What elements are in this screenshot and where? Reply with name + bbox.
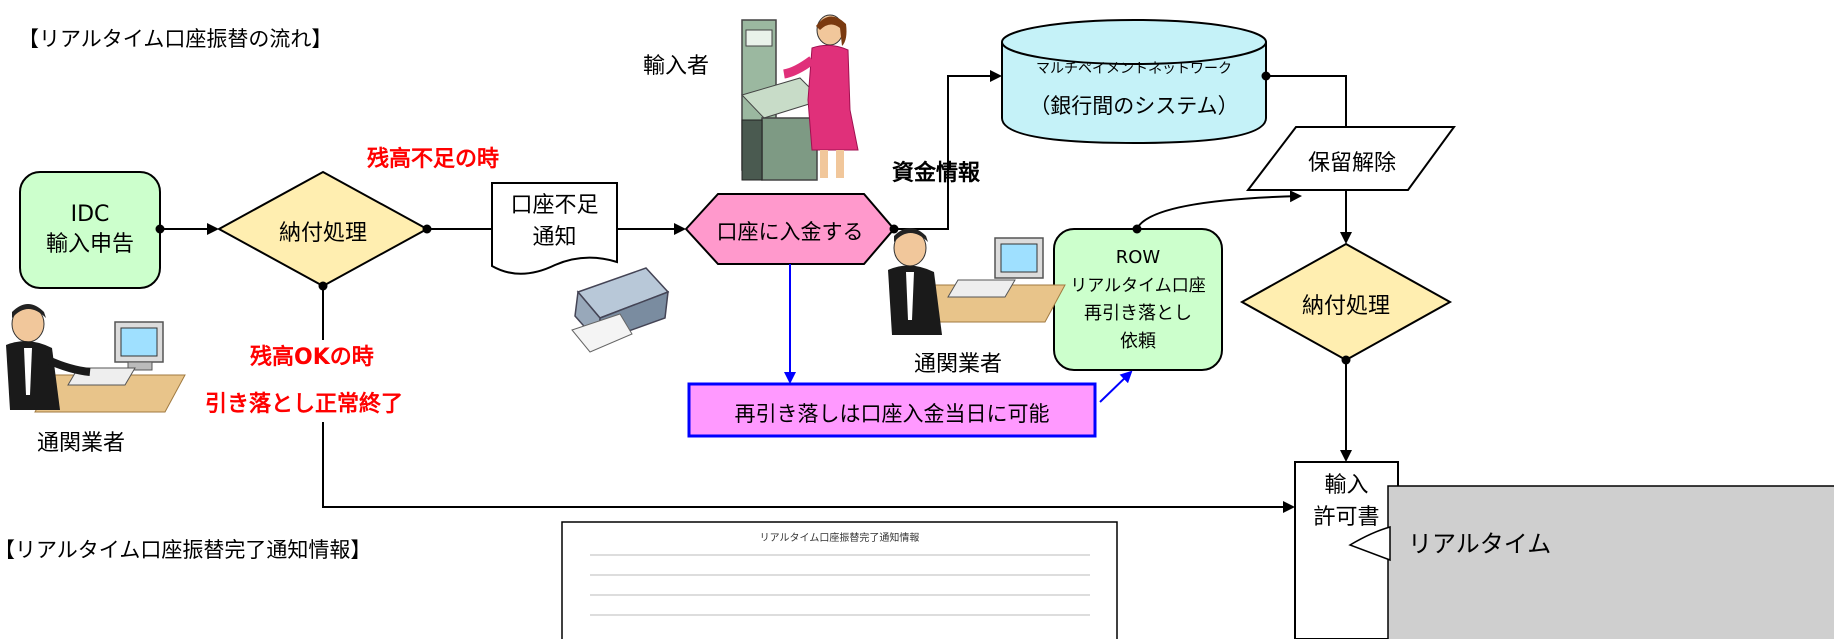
balance-ok-label: 残高OKの時 <box>250 345 374 370</box>
connector-row-to-release <box>1136 190 1302 230</box>
connector-ok-path-lower <box>322 422 1295 513</box>
document-preview-lines <box>590 554 1090 616</box>
insufficient-balance-label: 残高不足の時 <box>367 147 500 172</box>
payment-diamond-2-label: 納付処理 <box>1301 294 1390 319</box>
realtime-card-label: リアルタイム <box>1408 530 1552 558</box>
importer-label: 輸入者 <box>643 54 710 79</box>
shortage-notice-line1: 口座不足 <box>510 193 599 218</box>
import-permit-box <box>1294 461 1399 639</box>
idc-label-line2: 輸入申告 <box>45 232 134 257</box>
connector-hex-to-network <box>894 70 1002 230</box>
realtime-card <box>1387 485 1834 639</box>
hold-release-parallelogram <box>1245 126 1456 191</box>
shortage-notice-label: 口座不足 通知 <box>492 190 617 254</box>
redebit-note-box <box>687 382 1097 438</box>
idc-label: IDC 輸入申告 <box>20 200 160 260</box>
redebit-note-label: 再引き落しは口座入金当日に可能 <box>734 402 1050 426</box>
network-label-line2: （銀行間のシステム） <box>1029 94 1239 118</box>
row-label: ROW リアルタイム口座 再引き落とし 依頼 <box>1054 244 1222 356</box>
network-cylinder <box>1001 19 1267 145</box>
import-permit-label: 輸入 許可書 <box>1295 470 1398 534</box>
deposit-hexagon-label: 口座に入金する <box>716 220 864 244</box>
broker-person-icon-left <box>6 304 186 413</box>
idc-label-line1: IDC <box>70 202 110 227</box>
shortage-notice-doc <box>491 182 618 275</box>
import-permit-line1: 輸入 <box>1324 473 1369 498</box>
diagram-title: 【リアルタイム口座振替の流れ】 <box>18 27 333 51</box>
bottom-section-title: 【リアルタイム口座振替完了通知情報】 <box>0 538 372 562</box>
import-permit-line2: 許可書 <box>1313 505 1380 530</box>
normal-end-label: 引き落とし正常終了 <box>205 392 404 417</box>
document-preview-title: リアルタイム口座振替完了通知情報 <box>759 533 920 544</box>
importer-atm-icon <box>741 14 859 181</box>
row-label-line3: 再引き落とし <box>1084 303 1192 324</box>
funds-info-label: 資金情報 <box>892 161 981 186</box>
broker-left-label: 通関業者 <box>37 431 126 456</box>
network-label-line1: マルチペイメントネットワーク <box>1036 61 1232 77</box>
row-label-line1: ROW <box>1115 247 1161 268</box>
hold-release-label: 保留解除 <box>1307 151 1396 176</box>
payment-diamond-1-label: 納付処理 <box>278 221 367 246</box>
shortage-notice-line2: 通知 <box>532 225 577 250</box>
document-preview <box>561 521 1118 639</box>
broker-mid-label: 通関業者 <box>914 352 1003 377</box>
row-label-line4: 依頼 <box>1120 331 1156 352</box>
connector-network-to-release <box>1266 75 1347 127</box>
broker-person-icon-mid <box>888 228 1066 335</box>
printer-icon <box>571 267 670 353</box>
row-label-line2: リアルタイム口座 <box>1070 276 1206 296</box>
card-fold <box>1348 526 1391 562</box>
blue-arrow-up <box>1099 370 1133 403</box>
